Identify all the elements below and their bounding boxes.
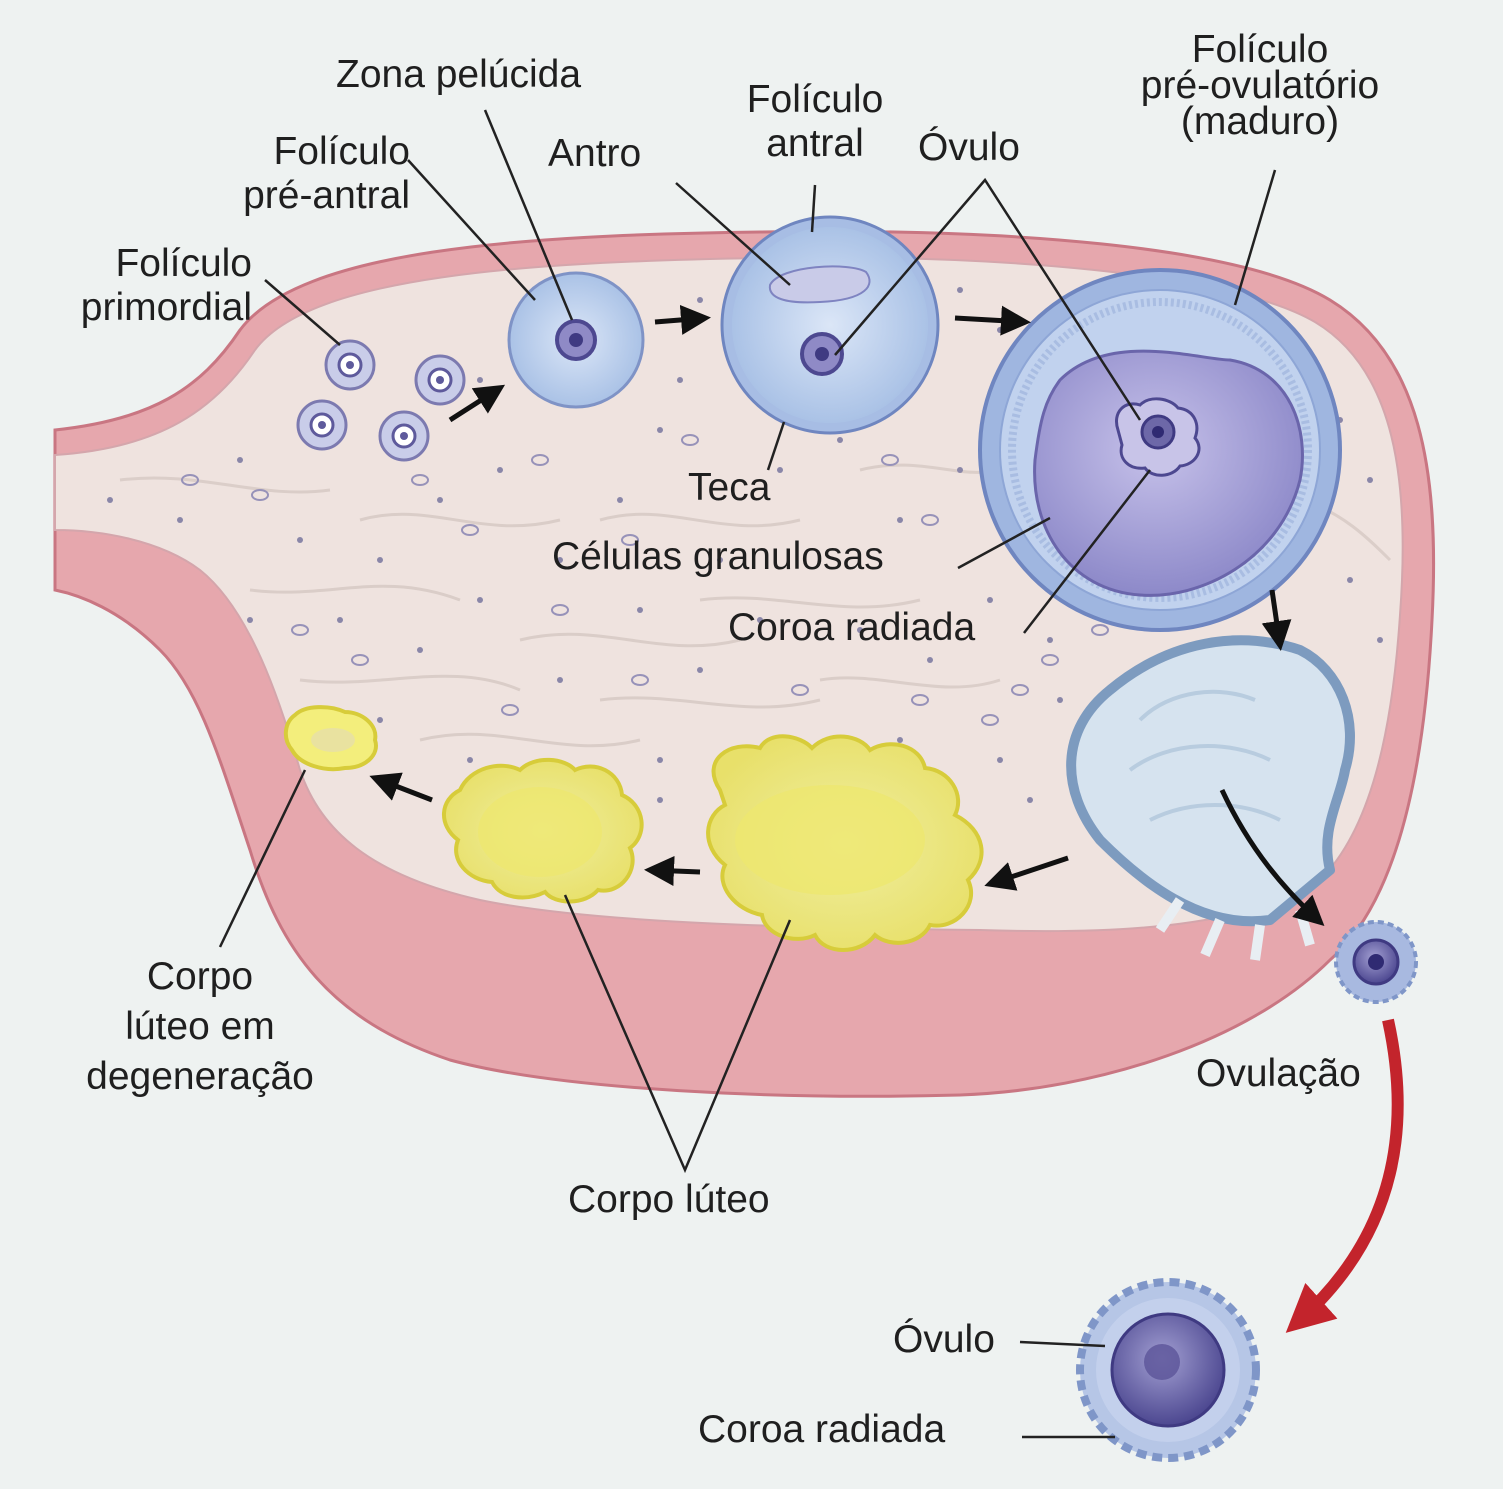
label-line: Folículo xyxy=(115,242,252,285)
label-foliculo-pre-antral: Folículo pré-antral xyxy=(195,130,410,218)
label-line: Folículo xyxy=(273,130,410,173)
label-line: Folículo xyxy=(1191,28,1329,71)
label-foliculo-antral: Folículo antral xyxy=(720,78,910,166)
label-corpo-luteo: Corpo lúteo xyxy=(568,1178,770,1221)
label-zona-pelucida: Zona pelúcida xyxy=(336,53,582,96)
pre-ovulatory-follicle xyxy=(978,268,1342,632)
label-corpo-luteo-degeneracao: Corpo lúteo em degeneração xyxy=(55,952,345,1102)
released-ovum-small xyxy=(1334,920,1418,1004)
label-foliculo-primordial: Folículo primordial xyxy=(40,242,252,330)
stroma-dots xyxy=(107,287,1383,803)
label-teca: Teca xyxy=(688,466,771,509)
label-line: lúteo em xyxy=(125,1005,275,1048)
antral-follicle xyxy=(720,215,940,435)
ovum-large xyxy=(1076,1278,1260,1462)
process-arrows xyxy=(369,304,1325,927)
corpus-luteum-medium xyxy=(442,757,644,904)
label-coroa-radiada-top: Coroa radiada xyxy=(728,606,976,649)
label-ovulo-bottom: Óvulo xyxy=(893,1318,995,1361)
label-line: Folículo xyxy=(746,78,884,121)
corpus-luteum-large xyxy=(706,734,984,952)
label-line: Corpo xyxy=(146,955,254,998)
leader-lines xyxy=(218,109,1277,1439)
ovulation-arrow xyxy=(1285,1018,1404,1333)
primordial-follicles xyxy=(296,339,466,462)
pre-antral-follicle xyxy=(507,271,645,409)
label-coroa-radiada-bottom: Coroa radiada xyxy=(698,1408,946,1451)
label-line: (maduro) xyxy=(1180,100,1340,143)
label-foliculo-pre-ovulatorio: Folículo pré-ovulatório (maduro) xyxy=(1100,28,1420,143)
label-line: antral xyxy=(766,122,864,165)
corpus-luteum-degenerating xyxy=(283,705,378,771)
label-line: pré-antral xyxy=(243,174,410,217)
label-ovulacao: Ovulação xyxy=(1196,1052,1361,1095)
label-antro: Antro xyxy=(548,132,642,175)
stroma-cells xyxy=(181,434,1109,726)
label-line: pré-ovulatório xyxy=(1140,64,1380,107)
label-ovulo-top: Óvulo xyxy=(918,126,1020,169)
label-line: primordial xyxy=(80,286,252,329)
label-line: degeneração xyxy=(86,1055,314,1098)
label-celulas-granulosas: Células granulosas xyxy=(552,535,884,578)
